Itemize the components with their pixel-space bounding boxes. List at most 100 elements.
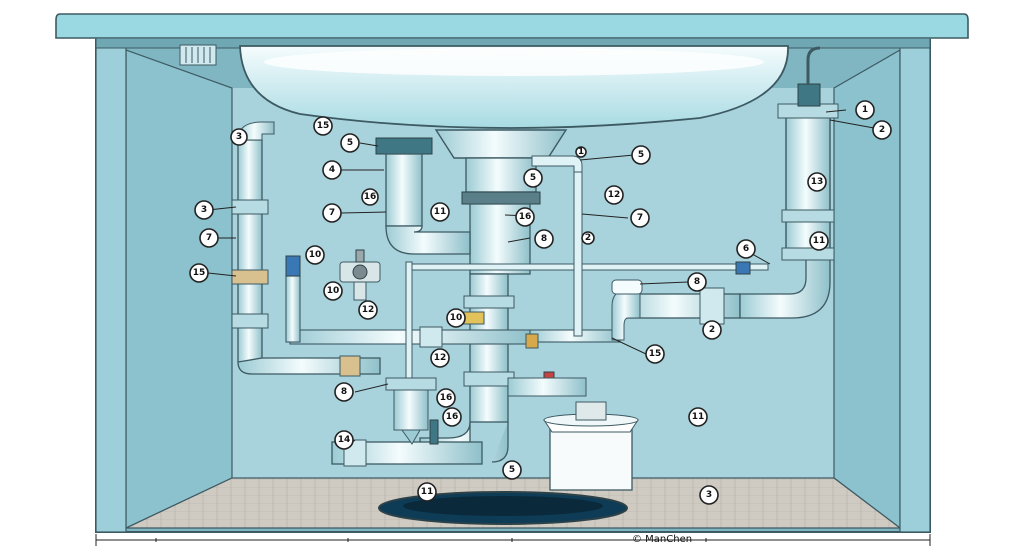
svg-text:5: 5 xyxy=(530,173,536,183)
svg-text:4: 4 xyxy=(329,165,335,175)
right-supply-elbow xyxy=(531,155,583,173)
svg-text:15: 15 xyxy=(317,121,330,131)
svg-text:16: 16 xyxy=(446,412,459,422)
svg-text:12: 12 xyxy=(362,305,375,315)
callout-9: 4 xyxy=(322,160,342,180)
svg-text:15: 15 xyxy=(649,349,662,359)
callout-22: 11 xyxy=(809,231,829,251)
svg-text:8: 8 xyxy=(541,234,547,244)
svg-text:8: 8 xyxy=(694,277,700,287)
svg-text:10: 10 xyxy=(309,250,322,260)
callout-13: 5 xyxy=(523,168,543,188)
svg-text:11: 11 xyxy=(421,487,434,497)
stack-coupling-1 xyxy=(463,295,515,309)
svg-text:12: 12 xyxy=(434,353,447,363)
svg-text:13: 13 xyxy=(811,177,824,187)
svg-text:12: 12 xyxy=(608,190,621,200)
callout-36: 11 xyxy=(688,407,708,427)
callout-4: 7 xyxy=(199,228,219,248)
svg-text:3: 3 xyxy=(236,132,242,142)
stack-coupling-2 xyxy=(463,371,515,387)
svg-text:14: 14 xyxy=(338,435,351,445)
blue-supply-fitting xyxy=(735,261,751,275)
left-coupling-2 xyxy=(231,269,269,285)
callout-14: 5 xyxy=(631,145,651,165)
svg-text:1: 1 xyxy=(578,147,584,157)
callout-1: 1 xyxy=(855,100,875,120)
callout-29: 12 xyxy=(358,300,378,320)
bottom-horizontal-pipe xyxy=(331,441,483,465)
svg-text:2: 2 xyxy=(709,325,715,335)
vertical-supply-line xyxy=(405,261,413,383)
svg-text:10: 10 xyxy=(327,286,340,296)
callout-6: 3 xyxy=(230,128,248,146)
callout-31: 12 xyxy=(430,348,450,368)
callout-2: 2 xyxy=(872,120,892,140)
callout-23: 6 xyxy=(736,239,756,259)
callout-25: 2 xyxy=(702,320,722,340)
upper-supply-line xyxy=(407,263,769,271)
left-tailpiece-cap xyxy=(375,137,433,155)
callout-8: 5 xyxy=(340,133,360,153)
svg-text:16: 16 xyxy=(364,192,377,202)
right-side-wall xyxy=(833,48,901,530)
callout-16: 16 xyxy=(515,207,535,227)
callout-27: 10 xyxy=(305,245,325,265)
left-door-edge xyxy=(95,39,127,533)
floor-drain-inner xyxy=(403,496,603,516)
svg-text:11: 11 xyxy=(692,412,705,422)
right-door-edge xyxy=(899,39,931,533)
disposal-canister xyxy=(543,401,639,491)
callout-37: 5 xyxy=(502,460,522,480)
svg-text:5: 5 xyxy=(347,138,353,148)
trap-cap xyxy=(611,279,643,295)
callout-21: 13 xyxy=(807,172,827,192)
svg-text:5: 5 xyxy=(638,150,644,160)
svg-text:7: 7 xyxy=(329,208,335,218)
right-vent-collar-mid xyxy=(781,209,835,223)
bottle-trap xyxy=(385,377,437,445)
tailpiece-nut xyxy=(461,191,541,205)
right-large-elbow xyxy=(739,255,831,319)
left-horizontal-coupling xyxy=(339,355,361,377)
countertop xyxy=(55,13,969,39)
right-vent-top-pipe xyxy=(797,83,821,107)
right-vent-collar-low xyxy=(781,247,835,261)
left-tailpiece xyxy=(385,153,423,227)
callout-10: 7 xyxy=(322,203,342,223)
svg-text:3: 3 xyxy=(201,205,207,215)
left-coupling-1 xyxy=(231,199,269,215)
credit-text: © ManChen xyxy=(632,534,692,545)
left-vertical-pipe xyxy=(285,275,301,343)
svg-text:2: 2 xyxy=(585,233,591,243)
drain-funnel xyxy=(434,129,568,159)
right-trap-coupling xyxy=(699,287,725,325)
callout-24: 8 xyxy=(687,272,707,292)
vent-line-to-ceiling xyxy=(806,46,821,84)
svg-text:8: 8 xyxy=(341,387,347,397)
svg-text:7: 7 xyxy=(206,233,212,243)
svg-text:5: 5 xyxy=(509,465,515,475)
svg-text:16: 16 xyxy=(440,393,453,403)
svg-text:6: 6 xyxy=(743,244,749,254)
left-p-trap xyxy=(385,225,471,255)
callout-33: 16 xyxy=(436,388,456,408)
callout-7: 15 xyxy=(313,116,333,136)
callout-15: 8 xyxy=(534,229,554,249)
middle-coupling xyxy=(419,326,443,348)
left-supply-riser xyxy=(237,139,263,363)
svg-text:11: 11 xyxy=(434,207,447,217)
small-vertical-stub xyxy=(429,419,439,445)
callout-3: 3 xyxy=(194,200,214,220)
brass-fitting xyxy=(525,333,539,349)
right-vertical-supply xyxy=(573,165,583,337)
svg-text:1: 1 xyxy=(862,105,868,115)
left-coupling-3 xyxy=(231,313,269,329)
svg-text:10: 10 xyxy=(450,313,463,323)
callout-5: 15 xyxy=(189,263,209,283)
callout-35: 14 xyxy=(334,430,354,450)
callout-28: 10 xyxy=(323,281,343,301)
callouts: 1 2 3 7 15 3 15 5 4 7 16 11 5 5 8 16 12 … xyxy=(189,100,892,505)
callout-26: 15 xyxy=(645,344,665,364)
